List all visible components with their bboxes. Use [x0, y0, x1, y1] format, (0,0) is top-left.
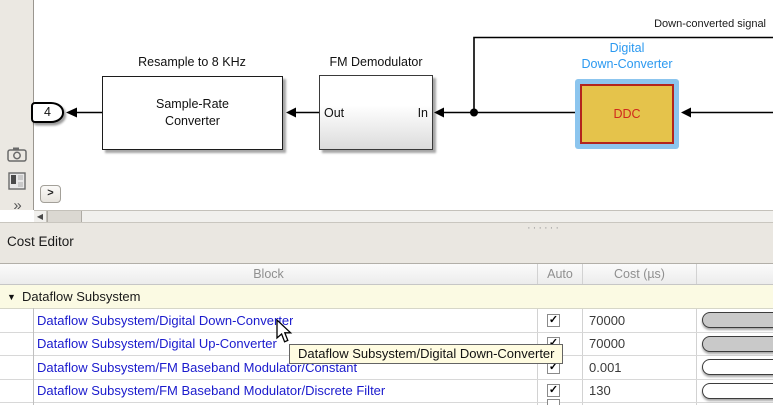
fm-block-caption: FM Demodulator	[329, 55, 423, 69]
column-header-block[interactable]: Block	[253, 267, 284, 281]
panel-splitter-handle[interactable]: ······	[527, 222, 561, 234]
fm-demodulator-block[interactable]: Out In	[319, 75, 433, 150]
ddc-block-label: DDC	[613, 107, 641, 121]
scroll-left-arrow-icon[interactable]: ◀	[34, 211, 47, 222]
cost-editor-table: Block Auto Cost (µs) ▼ Dataflow Subsyste…	[0, 263, 773, 405]
cost-bar[interactable]	[702, 359, 773, 375]
cost-bar[interactable]	[702, 382, 773, 399]
signal-name-label[interactable]: Down-converted signal	[654, 18, 766, 30]
table-row-digital-up-converter[interactable]: Dataflow Subsystem/Digital Up-Converter …	[0, 332, 773, 356]
cost-bar[interactable]	[702, 335, 773, 352]
table-row-fm-discrete-filter[interactable]: Dataflow Subsystem/FM Baseband Modulator…	[0, 379, 773, 403]
auto-checkbox[interactable]: ✓	[547, 384, 560, 398]
src-label-line1: Sample-Rate	[156, 97, 229, 111]
block-link[interactable]: Dataflow Subsystem/Digital Up-Converter	[37, 336, 277, 352]
auto-checkbox[interactable]	[547, 398, 560, 405]
arrowhead-src-input	[286, 107, 296, 118]
cost-value[interactable]: 70000	[589, 312, 626, 328]
arrowhead-ddc-input	[681, 107, 691, 118]
cost-value[interactable]: 70000	[589, 336, 626, 352]
arrowhead-outport	[66, 107, 77, 118]
cost-editor-panel-header: Cost Editor ······	[0, 222, 773, 263]
column-header-bar[interactable]	[696, 264, 773, 284]
ddc-caption-line2: Down-Converter	[581, 56, 673, 71]
ddc-block-caption: Digital Down-Converter	[547, 41, 707, 72]
cost-value[interactable]: 0.001	[589, 359, 622, 375]
canvas-prompt-button[interactable]: >	[40, 185, 61, 203]
column-header-cost[interactable]: Cost (µs)	[582, 264, 696, 284]
tree-indent-guide	[33, 308, 34, 405]
block-path-tooltip: Dataflow Subsystem/Digital Down-Converte…	[289, 344, 564, 364]
cost-editor-title: Cost Editor	[7, 234, 74, 249]
arrowhead-fm-input	[434, 107, 444, 118]
fm-out-port-label: Out	[324, 105, 345, 120]
block-link[interactable]: Dataflow Subsystem/FM Baseband Modulator…	[37, 383, 386, 399]
cost-value[interactable]: 130	[589, 383, 611, 399]
block-link[interactable]: Dataflow Subsystem/FM Baseband Modulator…	[37, 359, 358, 375]
column-header-auto[interactable]: Auto	[537, 264, 582, 284]
outport-4[interactable]: 4	[31, 102, 64, 123]
table-row-digital-down-converter[interactable]: Dataflow Subsystem/Digital Down-Converte…	[0, 309, 773, 333]
ddc-caption-line1: Digital	[609, 41, 645, 55]
more-tools-chevrons-icon[interactable]: »	[13, 197, 21, 214]
src-block-caption: Resample to 8 KHz	[138, 55, 246, 69]
group-row-label: Dataflow Subsystem	[22, 289, 141, 304]
cost-bar[interactable]	[702, 312, 773, 328]
table-row-partial[interactable]	[0, 398, 773, 405]
src-label-line2: Converter	[165, 114, 220, 128]
viewmarks-icon[interactable]	[0, 172, 33, 195]
table-group-row-dataflow-subsystem[interactable]: ▼ Dataflow Subsystem	[0, 285, 773, 309]
wire-junction-dot	[470, 108, 478, 117]
hscrollbar-thumb[interactable]	[47, 211, 82, 222]
fm-in-port-label: In	[417, 105, 428, 120]
screenshot-camera-icon[interactable]	[0, 146, 33, 167]
collapse-triangle-icon[interactable]: ▼	[7, 291, 16, 302]
table-row-fm-constant[interactable]: Dataflow Subsystem/FM Baseband Modulator…	[0, 356, 773, 380]
block-link[interactable]: Dataflow Subsystem/Digital Down-Converte…	[37, 312, 294, 328]
digital-down-converter-block[interactable]: DDC	[580, 84, 674, 144]
sample-rate-converter-block[interactable]: Sample-Rate Converter	[102, 76, 283, 150]
mouse-cursor	[276, 319, 293, 343]
canvas-left-toolbar: »	[0, 0, 34, 214]
model-canvas[interactable]: » 4 Resample to 8 KHz Sample-Rate Conver…	[0, 0, 773, 223]
table-header-row: Block Auto Cost (µs)	[0, 264, 773, 285]
ddc-selection-highlight: DDC	[575, 79, 679, 149]
auto-checkbox[interactable]: ✓	[547, 313, 560, 327]
